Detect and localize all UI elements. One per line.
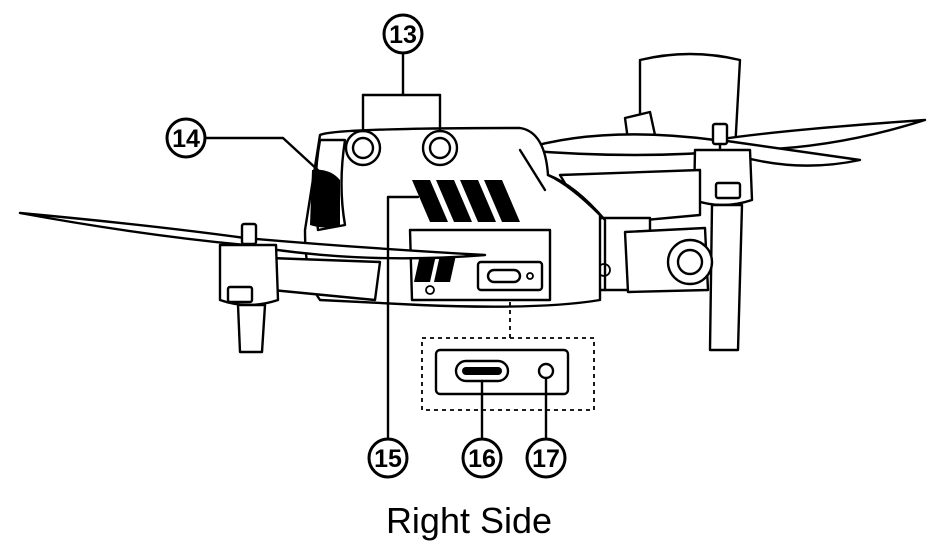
callout-15: 15	[367, 437, 409, 479]
callout-13: 13	[382, 13, 424, 55]
callout-17: 17	[525, 437, 567, 479]
diagram-caption: Right Side	[385, 500, 553, 541]
svg-text:16: 16	[468, 445, 496, 473]
callout-14: 14	[165, 117, 207, 159]
svg-text:15: 15	[374, 445, 402, 473]
gimbal-camera	[596, 216, 714, 294]
callout-16: 16	[461, 437, 503, 479]
svg-text:14: 14	[172, 125, 200, 153]
air-vent	[412, 180, 520, 295]
body-port	[476, 260, 544, 292]
svg-text:13: 13	[389, 21, 417, 49]
leader-lines	[203, 51, 548, 439]
left-propeller	[18, 211, 487, 260]
svg-text:17: 17	[532, 445, 560, 473]
port-detail-inset	[421, 302, 595, 411]
right-motor	[692, 148, 754, 352]
right-propeller	[518, 118, 927, 167]
left-motor	[218, 243, 382, 354]
top-vision-sensors	[344, 129, 459, 167]
